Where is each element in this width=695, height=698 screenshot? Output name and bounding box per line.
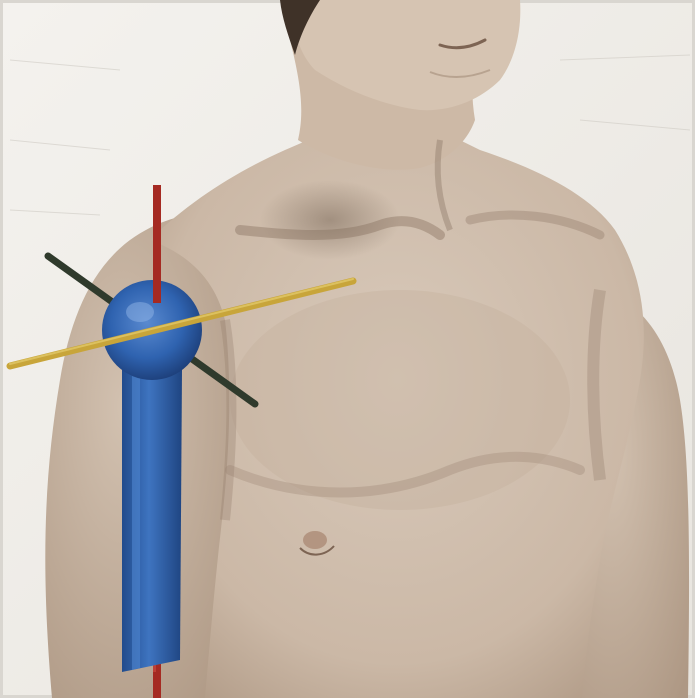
- humerus-rod: [122, 370, 182, 672]
- nipple: [303, 531, 327, 549]
